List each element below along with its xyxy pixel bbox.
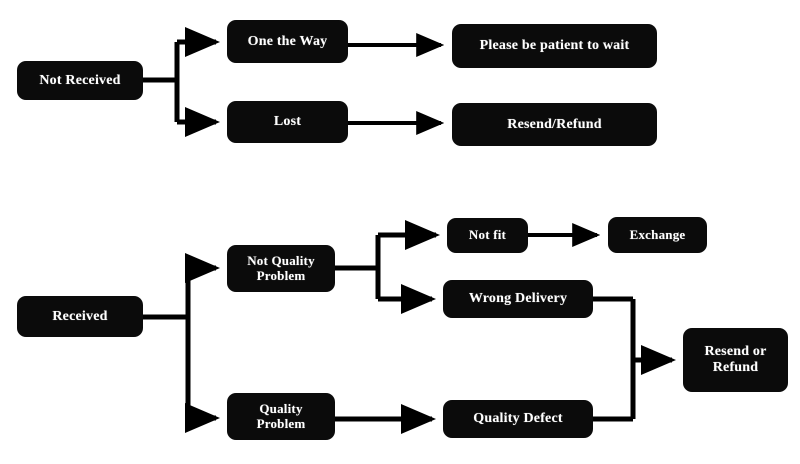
edge-received-to-split [143, 268, 191, 418]
node-resend-refund[interactable]: Resend/Refund [452, 103, 657, 146]
edge-not-quality-problem-to-subsplit [335, 235, 381, 299]
edge-not-received-to-split [143, 42, 180, 122]
node-wrong-delivery[interactable]: Wrong Delivery [443, 280, 593, 318]
node-quality-problem[interactable]: Quality Problem [227, 393, 335, 440]
node-not-fit[interactable]: Not fit [447, 218, 528, 253]
node-resend-or-refund[interactable]: Resend or Refund [683, 328, 788, 392]
node-not-quality-problem[interactable]: Not Quality Problem [227, 245, 335, 292]
node-exchange[interactable]: Exchange [608, 217, 707, 253]
node-quality-defect[interactable]: Quality Defect [443, 400, 593, 438]
node-received[interactable]: Received [17, 296, 143, 337]
node-one-the-way[interactable]: One the Way [227, 20, 348, 63]
node-not-received[interactable]: Not Received [17, 61, 143, 100]
edge-merge-to-resend-or-refund [593, 296, 677, 422]
node-please-be-patient-to-wait[interactable]: Please be patient to wait [452, 24, 657, 68]
node-lost[interactable]: Lost [227, 101, 348, 143]
